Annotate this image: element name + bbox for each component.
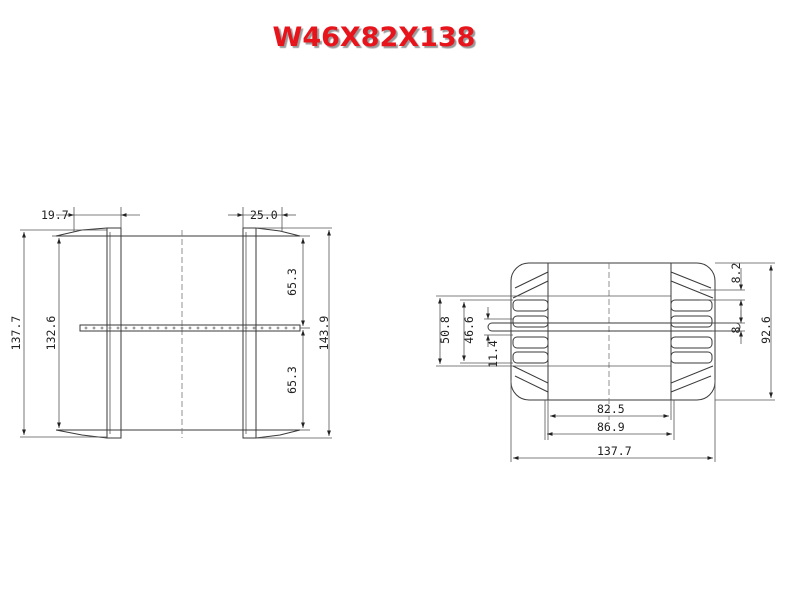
rail-hole (244, 326, 248, 330)
rail-hole (188, 326, 192, 330)
rail-hole (228, 326, 232, 330)
dim-left-outer: 50.8 (438, 316, 452, 344)
rail-hole (196, 326, 200, 330)
dim-inner-left: 132.6 (44, 316, 58, 351)
dim-bottom-inner: 82.5 (597, 402, 625, 416)
rail-hole (140, 326, 144, 330)
left-view-body (55, 227, 301, 439)
rail-hole (92, 326, 96, 330)
rail-hole (148, 326, 152, 330)
rail-hole (220, 326, 224, 330)
rail-hole (84, 326, 88, 330)
dim-bottom-mid: 86.9 (597, 420, 625, 434)
dim-right-outer: 92.6 (759, 316, 773, 344)
dim-right-top: 8.2 (729, 263, 743, 284)
right-view-dimensions: 82.5 86.9 137.7 50.8 (436, 262, 775, 462)
rail-hole (156, 326, 160, 330)
rail-hole (268, 326, 272, 330)
rail-hole (284, 326, 288, 330)
dim-lower-half: 65.3 (285, 366, 299, 394)
rail-hole (260, 326, 264, 330)
rail-hole (252, 326, 256, 330)
dim-top-right: 25.0 (250, 208, 278, 222)
drawing-title: W46X82X138 (272, 22, 476, 53)
rail-hole (124, 326, 128, 330)
rail-hole (108, 326, 112, 330)
dim-outer-right: 143.9 (317, 316, 331, 351)
rail-hole (172, 326, 176, 330)
rail-holes (84, 326, 296, 330)
rail-hole (292, 326, 296, 330)
left-view-dimensions: 19.7 25.0 137.7 132.6 (9, 207, 332, 439)
rail-hole (116, 326, 120, 330)
dim-left-small: 11.4 (486, 340, 500, 368)
right-view-body (487, 262, 741, 420)
dim-bottom-outer: 137.7 (597, 444, 632, 458)
dim-left-inner: 46.6 (462, 316, 476, 344)
left-bobbin-slots (512, 299, 549, 364)
right-view: 82.5 86.9 137.7 50.8 (436, 262, 775, 462)
rail-hole (132, 326, 136, 330)
dim-upper-half: 65.3 (285, 268, 299, 296)
rail-hole (100, 326, 104, 330)
dim-outer-left: 137.7 (9, 316, 23, 351)
dim-top-left: 19.7 (41, 208, 69, 222)
rail-hole (164, 326, 168, 330)
rail-hole (204, 326, 208, 330)
right-bobbin-slots (670, 299, 713, 364)
rail-hole (212, 326, 216, 330)
dim-right-small: 8 (729, 326, 743, 333)
rail-hole (180, 326, 184, 330)
left-view: 19.7 25.0 137.7 132.6 (9, 207, 332, 439)
rail-hole (236, 326, 240, 330)
rail-hole (276, 326, 280, 330)
